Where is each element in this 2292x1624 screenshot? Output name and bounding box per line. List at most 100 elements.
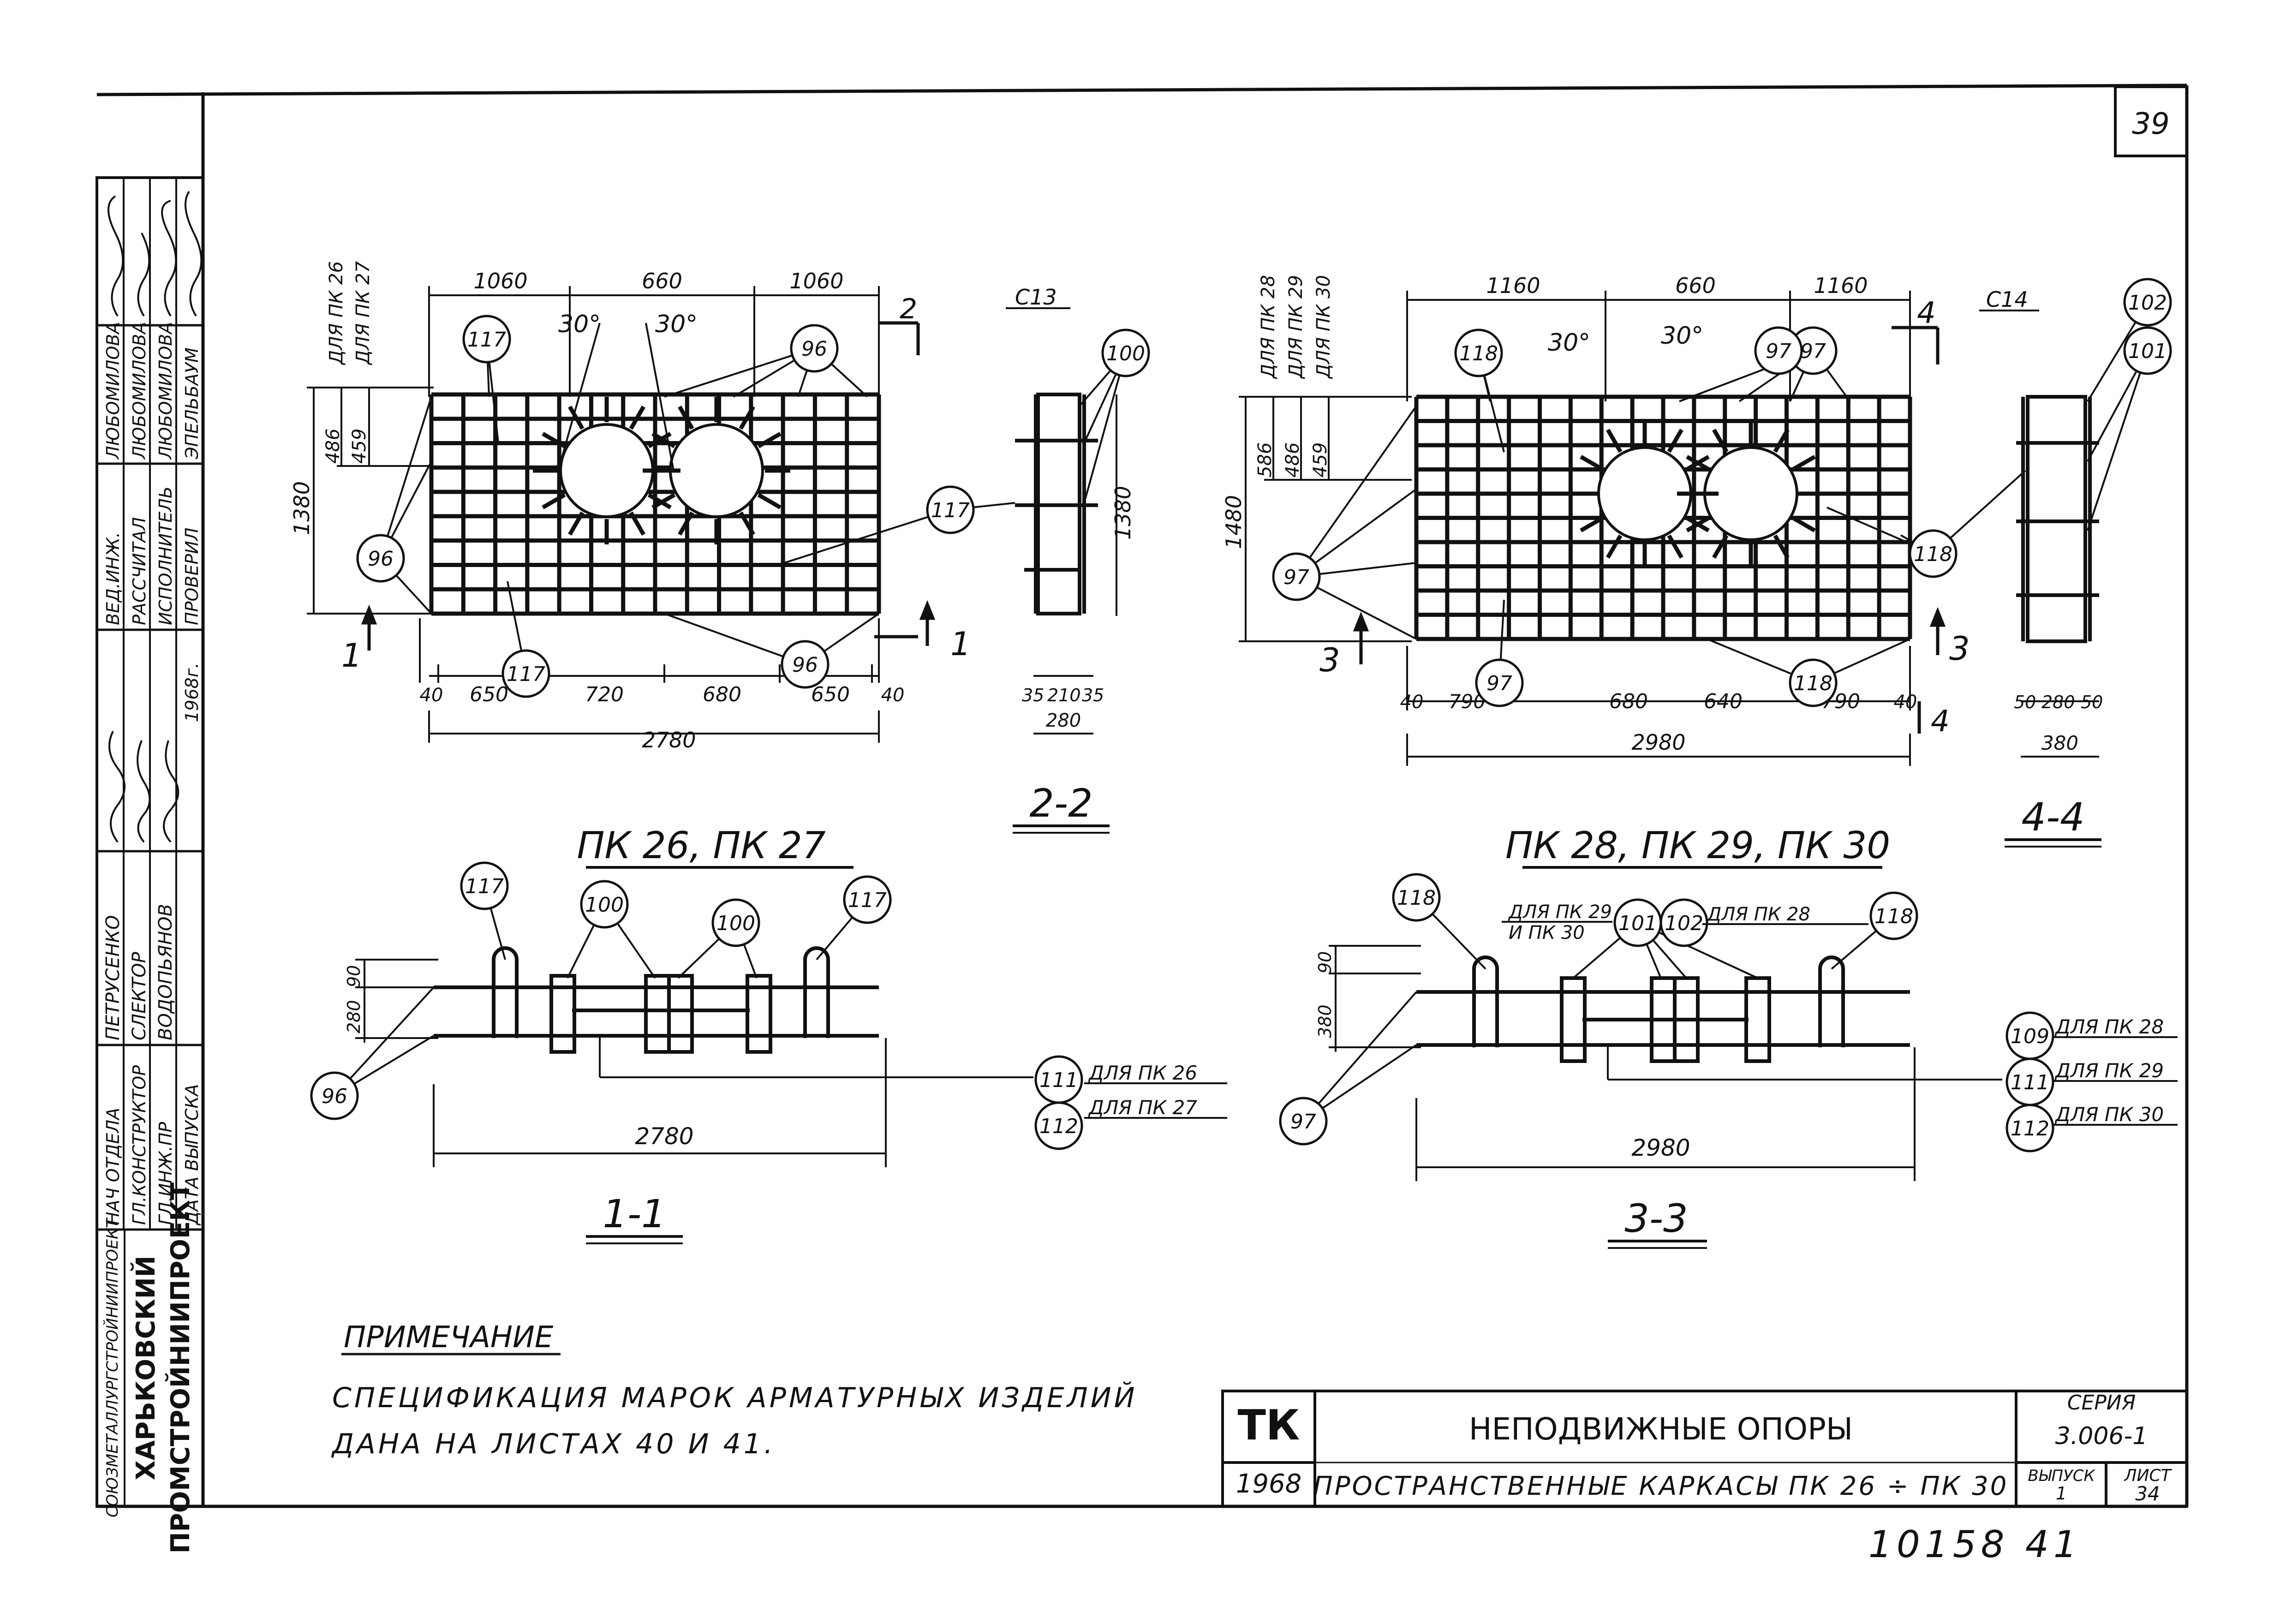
cut-3-left: 3: [1319, 641, 1340, 679]
year: 1968: [1236, 1469, 1302, 1499]
cut-1-left: 1: [341, 637, 362, 675]
callout-number: 117: [931, 499, 970, 522]
callout-bubble: 117: [816, 875, 892, 961]
callout-circle: [462, 315, 511, 364]
opening-right: [669, 423, 764, 518]
dimension-lines: [355, 959, 1033, 1167]
dim-bottom-3: 680: [1609, 690, 1648, 713]
archive-number: 10158 41: [1868, 1523, 2082, 1566]
for-label-pk30: ДЛЯ ПК 30: [1313, 275, 1334, 379]
radial-bar: [1580, 516, 1604, 532]
callout-bubble: 100: [567, 880, 656, 979]
dim-top-1: 1060: [473, 269, 527, 293]
for-label-pk27: ДЛЯ ПК 27: [352, 261, 374, 365]
dim-left-1: 90: [1315, 951, 1335, 973]
callout-bubble: 97: [1754, 326, 1803, 375]
org-line-3: ПРОМСТРОЙНИИПРОЕКТ: [165, 1182, 196, 1553]
section-4-4: 50 280 50 380 4-4: [2005, 395, 2103, 848]
section-title: 2-2: [1029, 781, 1092, 826]
callout-bubble: 112: [2006, 1104, 2054, 1152]
page-number-box: 39: [2114, 85, 2188, 157]
note: ПРИМЕЧАНИЕ СПЕЦИФИКАЦИЯ МАРОК АРМАТУРНЫХ…: [331, 1320, 1135, 1460]
top-label-1: ДЛЯ ПК 29: [1508, 902, 1612, 923]
callout-number: 109: [2011, 1025, 2049, 1048]
radial-bar: [629, 511, 645, 536]
callout-bubble: 102: [1659, 898, 1708, 947]
callout-number: 101: [2128, 340, 2167, 363]
sheet-value: 34: [2135, 1482, 2160, 1505]
radial-bar: [757, 493, 782, 509]
dim-b2: 210: [1047, 685, 1081, 705]
callout-circle: [843, 875, 892, 924]
radial-bar: [1606, 534, 1623, 559]
for-label-pk30: ДЛЯ ПК 30: [2054, 1103, 2164, 1126]
dim-b3: 35: [1082, 685, 1104, 705]
callout-bubble: 118: [1707, 638, 1910, 707]
callout-circle: [1272, 552, 1321, 601]
radial-bars: [533, 397, 790, 544]
dimension-lines: [2021, 700, 2099, 758]
section-3-3: 90 380 2980 ДЛЯ ПК 29 И ПК 30 ДЛЯ ПК 28 …: [1315, 902, 2178, 1249]
dim-left-overall: 1480: [1221, 495, 1246, 549]
dim-bottom-1: 40: [1400, 692, 1424, 713]
dim-left-1: 90: [344, 965, 364, 987]
leader-line: [2087, 350, 2149, 531]
for-label-pk29: ДЛЯ ПК 29: [2054, 1059, 2164, 1082]
callout-number: 96: [801, 337, 827, 361]
radial-bar: [1580, 455, 1604, 472]
callout-circle: [1909, 529, 1958, 578]
callout-number: 96: [792, 653, 818, 677]
stamp-role-2: ГЛ.ИНЖ.ПР: [155, 1122, 176, 1225]
callout-bubble: 100: [677, 898, 760, 979]
dim-top-2: 660: [642, 269, 682, 293]
radial-bar: [1606, 429, 1623, 453]
callout-number: 96: [322, 1085, 347, 1108]
section-4-4-body: [2016, 395, 2099, 643]
dim-overall: 2980: [1631, 1134, 1690, 1161]
callout-circle: [1789, 658, 1838, 707]
dimension-lines: [1329, 945, 2002, 1181]
dim-left-2: 459: [349, 429, 370, 464]
callout-bubble: 117: [501, 581, 550, 698]
dim-overall: 2780: [642, 728, 696, 752]
callout-circle: [2006, 1104, 2054, 1152]
dim-overall: 2780: [635, 1123, 693, 1150]
callout-bubble: 109: [2006, 1011, 2054, 1060]
callout-bubble: 101: [1572, 898, 1758, 979]
dim-top-3: 1060: [789, 269, 843, 293]
section-1-1: 90 280 2780 ДЛЯ ПК 26 ДЛЯ ПК 27 1-1: [344, 946, 1227, 1244]
dim-left-486: 486: [1282, 442, 1303, 478]
frame-pk26-pk27: 1060 660 1060 30° 30° 486 459 1380 ДЛЯ П…: [289, 261, 1150, 1150]
callout-circle: [310, 1071, 359, 1120]
frame-title: ПК 28, ПК 29, ПК 30: [1505, 824, 1890, 867]
callout-number: 112: [1039, 1115, 1078, 1138]
callout-number: 102: [1665, 912, 1703, 935]
opening-left: [559, 423, 654, 518]
radial-bar: [1773, 429, 1790, 453]
callout-circle: [711, 898, 760, 947]
callout-bubble: 118: [1831, 891, 1918, 970]
section-title: 1-1: [603, 1191, 666, 1236]
sheet-label: ЛИСТ: [2123, 1466, 2172, 1485]
radial-bar: [1712, 429, 1729, 453]
radial-bar: [1667, 534, 1683, 559]
callout-number: 111: [1039, 1069, 1078, 1092]
callout-circle: [926, 485, 975, 534]
dim-bottom-6: 40: [881, 685, 905, 706]
dim-overall: 2980: [1631, 730, 1685, 755]
angle-1: 30°: [1548, 329, 1590, 357]
dim-b2: 280: [2041, 692, 2075, 712]
section-cut-marks: [1353, 326, 1946, 734]
tk-logo: ТК: [1238, 1401, 1300, 1450]
callout-bubble: 112: [1034, 1101, 1083, 1150]
callout-number: 118: [1459, 342, 1498, 365]
dim-height: 1380: [1110, 486, 1135, 540]
radial-bar: [542, 432, 566, 448]
callout-circle: [460, 861, 509, 910]
note-title: ПРИМЕЧАНИЕ: [344, 1320, 554, 1355]
leader-line: [1083, 352, 1127, 503]
radial-bar: [678, 406, 694, 430]
radial-bar: [568, 406, 585, 430]
callout-number: 112: [2011, 1117, 2049, 1140]
